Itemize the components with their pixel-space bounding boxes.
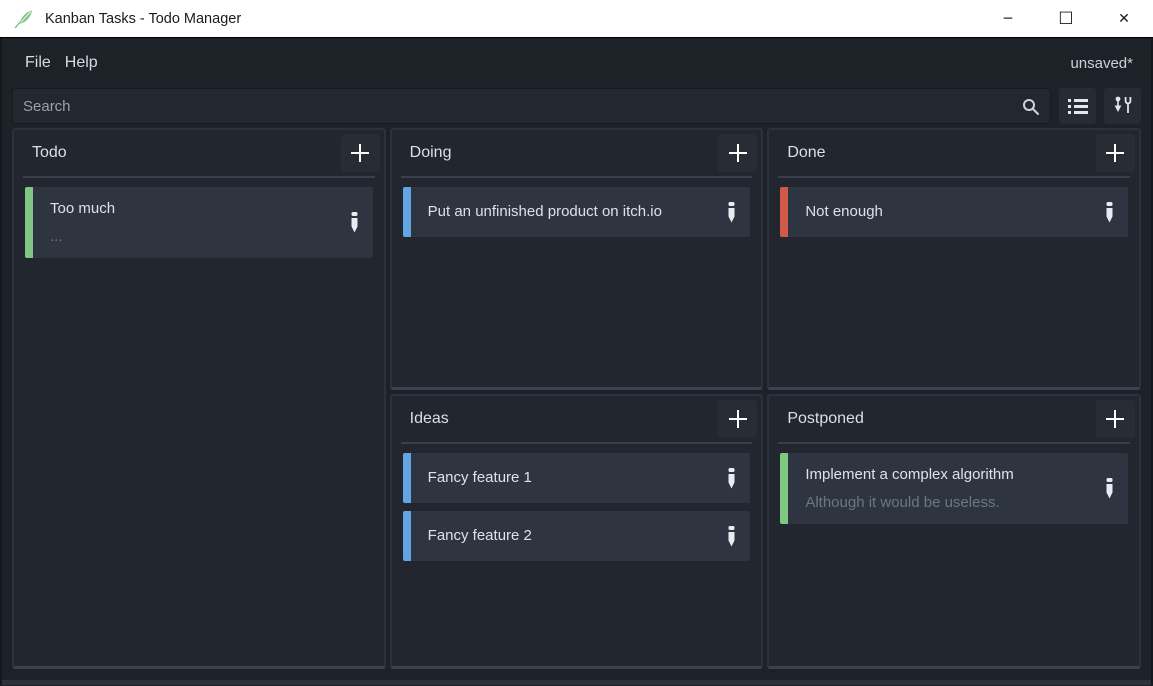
tools-button[interactable] [1104,88,1141,124]
menu-item-file[interactable]: File [25,54,51,71]
menu-item-help[interactable]: Help [64,54,98,71]
card-subtitle: ... [50,227,63,245]
column-todo-header: Todo [14,130,384,176]
plus-icon [1104,408,1126,430]
card-list: Implement a complex algorithm Although i… [769,444,1139,533]
card-accent-bar [402,453,411,503]
column-title: Doing [409,144,452,161]
edit-card-button[interactable] [344,187,373,258]
task-card[interactable]: Too much ... [25,187,373,258]
card-accent-bar [25,187,33,258]
minimize-button[interactable]: ─ [1003,10,1013,27]
search-input[interactable] [23,97,1021,115]
card-accent-bar [780,187,789,237]
column-todo: Todo Too much ... [12,128,386,669]
card-title: Put an unfinished product on itch.io [427,202,662,220]
search-icon [1021,97,1040,116]
column-title: Postponed [787,410,864,427]
column-doing-header: Doing [392,130,762,176]
card-list: Put an unfinished product on itch.io [392,178,762,246]
column-title: Ideas [409,410,449,427]
column-title: Done [787,144,826,161]
add-card-button[interactable] [718,134,758,172]
card-accent-bar [402,187,411,237]
edit-card-button[interactable] [1099,187,1128,237]
task-card[interactable]: Put an unfinished product on itch.io [402,187,751,237]
add-card-button[interactable] [1095,134,1135,172]
card-subtitle: Although it would be useless. [805,493,1000,511]
plus-icon [349,142,371,164]
search-toolbar [2,88,1151,124]
card-accent-bar [402,511,411,561]
pencil-icon [1105,477,1114,499]
column-title: Todo [32,144,67,161]
card-list: Fancy feature 1 Fancy fea [392,444,762,570]
pencil-icon [727,201,736,223]
add-card-button[interactable] [340,134,380,172]
header-divider [778,176,1130,178]
pencil-icon [1105,201,1114,223]
edit-card-button[interactable] [721,511,750,561]
plus-icon [1104,142,1126,164]
edit-card-button[interactable] [1099,453,1128,524]
header-divider [778,442,1130,444]
edit-card-button[interactable] [721,187,750,237]
card-title: Too much [50,200,116,217]
card-body: Fancy feature 2 [411,511,722,561]
list-view-button[interactable] [1059,88,1096,124]
menu-bar: File Help unsaved* [2,38,1151,88]
column-postponed-header: Postponed [769,396,1139,442]
header-divider [400,442,753,444]
unsaved-indicator: unsaved* [1070,54,1133,72]
search-field [12,88,1051,124]
edit-card-button[interactable] [721,453,750,503]
card-body: Fancy feature 1 [411,453,722,503]
column-done: Done Not enough [767,128,1141,390]
title-bar: Kanban Tasks - Todo Manager ─ ☐ ✕ [0,0,1153,38]
plus-icon [727,408,749,430]
window-title: Kanban Tasks - Todo Manager [45,10,242,27]
header-divider [400,176,753,178]
card-body: Not enough [788,187,1099,237]
card-body: Implement a complex algorithm Although i… [788,453,1099,524]
tools-icon [1113,96,1133,116]
task-card[interactable]: Fancy feature 2 [402,511,751,561]
card-body: Put an unfinished product on itch.io [411,187,722,237]
add-card-button[interactable] [1095,400,1135,438]
column-done-header: Done [769,130,1139,176]
column-ideas-header: Ideas [392,396,762,442]
kanban-board: Todo Too much ... [12,128,1141,669]
list-icon [1067,98,1088,115]
card-title: Not enough [805,202,883,220]
card-body: Too much ... [33,187,344,258]
pencil-icon [727,525,736,547]
task-card[interactable]: Fancy feature 1 [402,453,751,503]
window-controls: ─ ☐ ✕ [979,0,1153,37]
column-postponed: Postponed Implement a complex algorithm [767,394,1141,669]
close-button[interactable]: ✕ [1118,10,1130,27]
maximize-button[interactable]: ☐ [1058,8,1074,29]
add-card-button[interactable] [718,400,758,438]
app-feather-icon [13,8,35,30]
task-card[interactable]: Implement a complex algorithm Although i… [780,453,1128,524]
window-bottom-edge [2,680,1151,685]
header-divider [23,176,375,178]
card-accent-bar [780,453,789,524]
card-title: Implement a complex algorithm [805,466,1014,483]
column-doing: Doing Put an unfinished product on itch. [389,128,764,390]
column-ideas: Ideas Fancy feature 1 [389,394,764,669]
app-window: File Help unsaved* [0,38,1153,685]
task-card[interactable]: Not enough [780,187,1128,237]
card-list: Not enough [769,178,1139,246]
pencil-icon [727,467,736,489]
card-title: Fancy feature 2 [427,526,532,544]
card-list: Too much ... [14,178,384,267]
pencil-icon [350,211,359,233]
plus-icon [727,142,749,164]
card-title: Fancy feature 1 [427,468,532,486]
